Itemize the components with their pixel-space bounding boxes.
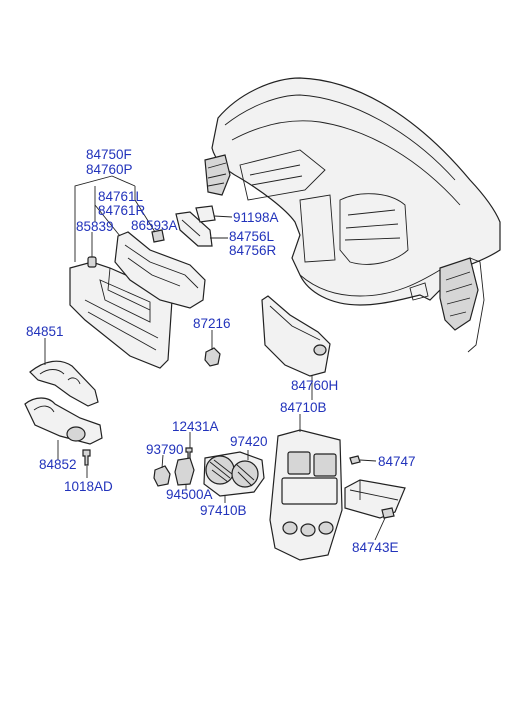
air-vent-assembly [203,451,265,497]
tray-84743E [344,479,406,519]
side-cover-84756 [175,211,213,247]
label-84743E: 84743E [352,540,399,555]
screw-1018AD [82,449,91,466]
label-12431A: 12431A [172,419,219,434]
leader-84761-branch [94,204,121,237]
label-91198A: 91198A [233,210,279,225]
label-97420: 97420 [230,434,268,449]
label-84760H: 84760H [291,378,338,393]
center-facia-panel [269,429,343,561]
label-84710B: 84710B [280,400,327,415]
label-85839: 85839 [76,219,114,234]
label-86593A: 86593A [131,218,178,233]
switch-94500A [174,457,195,486]
label-84750F: 84750F [86,147,132,162]
label-87216: 87216 [193,316,231,331]
part-labels: 84750F 84760P 84761L 84761R 85839 86593A… [26,147,416,555]
label-94500A: 94500A [166,487,213,502]
label-84756L: 84756L [229,229,275,244]
upper-cover-panel [114,231,206,309]
clip-85839 [87,256,97,268]
bolt-87216 [204,347,221,367]
shroud-lower [24,397,103,445]
leader-84747 [359,459,377,462]
leader-84750F [74,175,113,262]
shroud-upper [29,360,99,407]
label-84852: 84852 [39,457,77,472]
leader-86593A-b [134,199,156,233]
label-84761L: 84761L [98,189,144,204]
clip-84747 [349,455,361,465]
leader-91198A [213,215,233,218]
crash-pad-main [204,77,501,353]
center-lower-cover [261,295,331,377]
label-84747: 84747 [378,454,416,469]
label-97410B: 97410B [200,503,247,518]
label-84761R: 84761R [98,203,146,218]
label-93790: 93790 [146,442,184,457]
label-1018AD: 1018AD [64,479,113,494]
label-84760P: 84760P [86,162,133,177]
clip-86593A [151,229,165,243]
leader-84760P [111,175,136,187]
label-84851: 84851 [26,324,64,339]
label-84756R: 84756R [229,243,277,258]
leader-93790 [161,454,164,469]
leader-lines [44,175,386,541]
leader-84743E [374,517,386,541]
switch-93790 [153,465,171,487]
cover-91198A [195,205,216,223]
